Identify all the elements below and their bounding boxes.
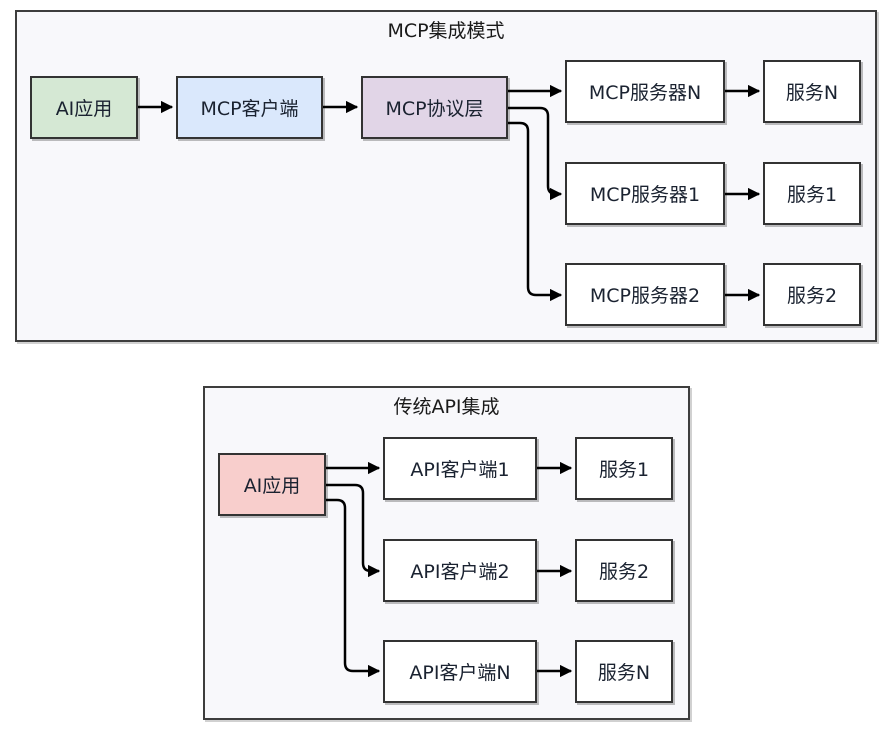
api-client-n-node: API客户端N	[383, 640, 537, 703]
api-service-2-node: 服务2	[575, 539, 673, 602]
mcp-service-1-node: 服务1	[763, 162, 861, 225]
mcp-protocol-node: MCP协议层	[361, 76, 508, 139]
api-client-1-node: API客户端1	[383, 437, 537, 500]
mcp-server-n-node: MCP服务器N	[565, 60, 725, 123]
api-ai-app-node: AI应用	[218, 453, 326, 516]
api-group-title: 传统API集成	[393, 396, 500, 418]
mcp-service-n-node: 服务N	[763, 60, 861, 123]
edge-protocol-to-server-1	[508, 106, 563, 201]
mcp-client-node: MCP客户端	[176, 76, 323, 139]
mcp-server-1-node: MCP服务器1	[565, 162, 725, 225]
api-service-n-node: 服务N	[575, 640, 673, 703]
mcp-server-2-node: MCP服务器2	[565, 263, 725, 326]
edge-ai-to-api-client-2	[326, 483, 381, 578]
edge-ai-to-api-client-n	[326, 498, 381, 678]
mcp-ai-app-node: AI应用	[30, 76, 138, 139]
mcp-service-2-node: 服务2	[763, 263, 861, 326]
edge-protocol-to-server-2	[508, 121, 563, 302]
api-service-1-node: 服务1	[575, 437, 673, 500]
api-client-2-node: API客户端2	[383, 539, 537, 602]
mcp-integration-group: MCP集成模式	[15, 10, 877, 342]
mcp-group-title: MCP集成模式	[387, 20, 505, 42]
